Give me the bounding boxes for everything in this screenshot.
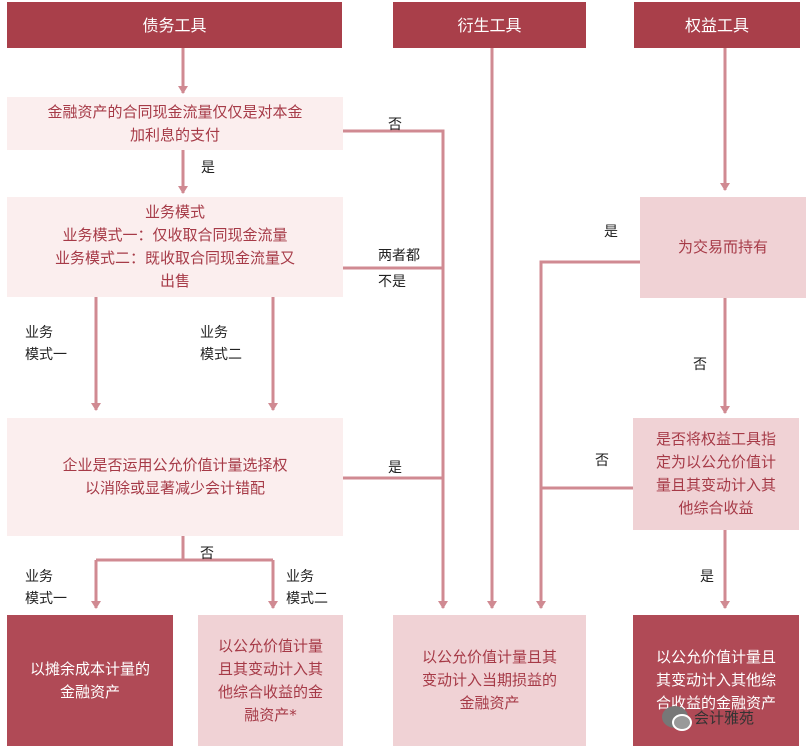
watermark-text: 会计雅苑 [694, 708, 755, 727]
label-neither-bottom: 不是 [378, 274, 406, 290]
label-sppi-yes: 是 [201, 160, 215, 176]
label-trading-yes: 是 [604, 224, 618, 240]
box-fvo-election: 企业是否运用公允价值计量选择权 以消除或显著减少会计错配 [7, 418, 343, 536]
box-oci-designation: 是否将权益工具指 定为以公允价值计 量且其变动计入其 他综合收益 [633, 418, 799, 530]
label-bm1-bottom: 业务 模式一 [25, 569, 67, 607]
box-business-model: 业务模式 业务模式一：仅收取合同现金流量 业务模式二：既收取合同现金流量又 出售 [7, 197, 343, 297]
label-oci-yes: 是 [700, 569, 714, 585]
box-held-for-trading: 为交易而持有 [640, 197, 806, 298]
wechat-icon [662, 706, 692, 731]
label-fvo-no: 否 [200, 546, 214, 562]
box-fvtpl: 以公允价值计量且其 变动计入当期损益的 金融资产 [393, 615, 586, 746]
label-bm2-left: 业务 模式二 [200, 325, 242, 363]
box-fvoci-equity: 以公允价值计量且 其变动计入其他综 合收益的金融资产 [633, 615, 799, 746]
header-equity-instruments: 权益工具 [634, 2, 800, 48]
label-oci-no: 否 [595, 453, 609, 469]
label-sppi-no: 否 [388, 117, 402, 133]
header-debt-instruments: 债务工具 [7, 2, 342, 48]
watermark: 会计雅苑 [662, 700, 802, 734]
box-amortized-cost: 以摊余成本计量的 金融资产 [7, 615, 173, 746]
label-fvo-yes: 是 [388, 460, 402, 476]
label-trading-no: 否 [693, 357, 707, 373]
box-fvoci-debt: 以公允价值计量 且其变动计入其 他综合收益的金 融资产* [198, 615, 343, 746]
label-bm2-bottom: 业务 模式二 [286, 569, 328, 607]
label-bm1-left: 业务 模式一 [25, 325, 67, 363]
arrow-trading-yes [536, 260, 640, 609]
header-derivatives: 衍生工具 [393, 2, 586, 48]
arrow-sppi-no [343, 129, 448, 609]
label-neither-top: 两者都 [378, 248, 420, 264]
box-sppi-test: 金融资产的合同现金流量仅仅是对本金 加利息的支付 [7, 97, 343, 150]
